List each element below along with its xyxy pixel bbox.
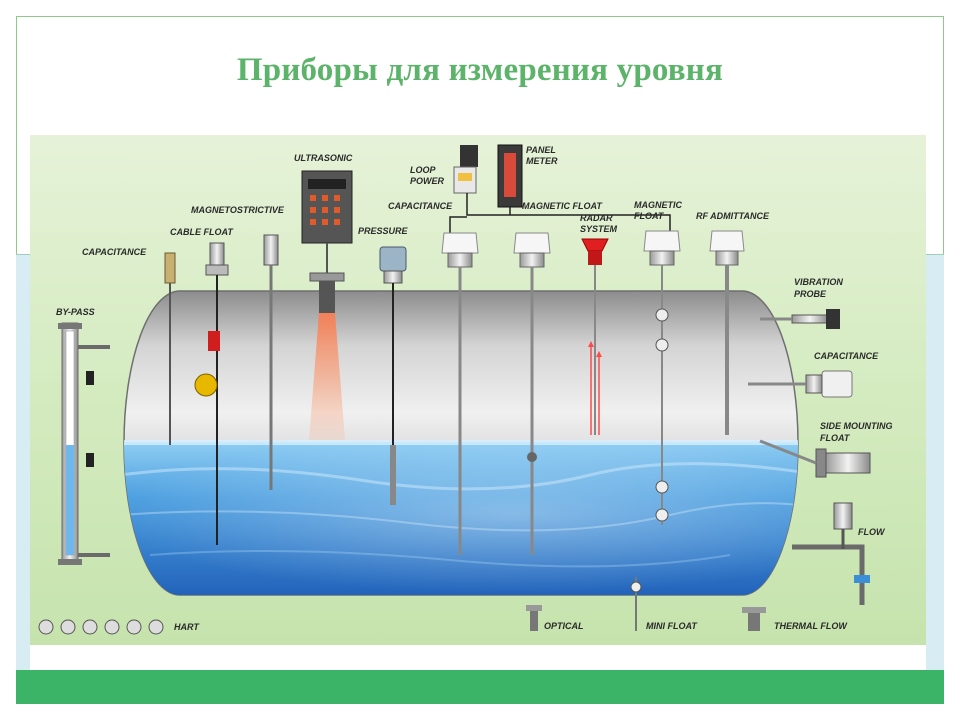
mini-float-sensor: [630, 577, 642, 631]
left-side-band: [16, 255, 30, 670]
slide-title: Приборы для измерения уровня: [236, 52, 724, 88]
capacitance-probe-right: [748, 370, 853, 398]
right-side-band: [926, 255, 944, 670]
label-pressure: PRESSURE: [358, 226, 409, 236]
label-panel-meter-2: METER: [526, 156, 558, 166]
label-magnetic-float-right-1: MAGNETIC: [634, 200, 682, 210]
magnetic-float-transmitter-top: [513, 232, 551, 555]
pressure-transmitter: [379, 246, 407, 505]
level-instruments-diagram: ULTRASONIC LOOP POWER PANEL METER MAGNET…: [30, 135, 926, 645]
cable-float: [194, 242, 229, 545]
loop-power-unit: [453, 145, 478, 194]
label-mini-float: MINI FLOAT: [646, 621, 698, 631]
label-ultrasonic: ULTRASONIC: [294, 153, 353, 163]
radar-system: [581, 238, 609, 435]
bottom-bar: [16, 670, 944, 704]
label-optical: OPTICAL: [544, 621, 584, 631]
label-magnetic-float-right-2: FLOAT: [634, 211, 665, 221]
panel-meter: [497, 144, 523, 208]
capacitance-probe-left: [164, 252, 176, 445]
label-vibration-2: PROBE: [794, 289, 827, 299]
ultrasonic-transmitter: [301, 170, 353, 440]
outlet-pipe: [792, 544, 870, 605]
label-magnetic-float-top: MAGNETIC FLOAT: [522, 201, 603, 211]
capacitance-transmitter-top: [441, 232, 479, 555]
flow-switch: [833, 502, 853, 549]
label-panel-meter-1: PANEL: [526, 145, 556, 155]
label-thermal-flow: THERMAL FLOW: [774, 621, 848, 631]
side-mounting-float-switch: [759, 439, 871, 478]
ultrasonic-beam: [309, 313, 345, 440]
rf-admittance-transmitter: [709, 230, 745, 435]
label-hart: HART: [174, 622, 200, 632]
label-loop-power-1: LOOP: [410, 165, 436, 175]
optical-sensor: [526, 605, 542, 631]
label-capacitance-top: CAPACITANCE: [388, 201, 453, 211]
label-side-mounting-1: SIDE MOUNTING: [820, 421, 893, 431]
thermal-flow-sensor: [742, 607, 766, 631]
label-radar-1: RADAR: [580, 213, 613, 223]
magnetic-float-level-switch: [643, 230, 681, 525]
label-magnetostrictive: MAGNETOSTRICTIVE: [191, 205, 285, 215]
label-capacitance-left: CAPACITANCE: [82, 247, 147, 257]
label-vibration-1: VIBRATION: [794, 277, 843, 287]
label-rf-admittance: RF ADMITTANCE: [696, 211, 770, 221]
bypass-level-indicator: [58, 322, 110, 565]
label-capacitance-right: CAPACITANCE: [814, 351, 879, 361]
label-loop-power-2: POWER: [410, 176, 445, 186]
certification-logos: [38, 619, 164, 635]
magnetostrictive-probe: [263, 234, 279, 490]
label-flow: FLOW: [858, 527, 886, 537]
label-radar-2: SYSTEM: [580, 224, 618, 234]
signal-wiring: [449, 193, 671, 235]
vibration-probe: [760, 309, 840, 329]
label-cable-float: CABLE FLOAT: [170, 227, 234, 237]
label-by-pass: BY-PASS: [56, 307, 95, 317]
label-side-mounting-2: FLOAT: [820, 433, 851, 443]
